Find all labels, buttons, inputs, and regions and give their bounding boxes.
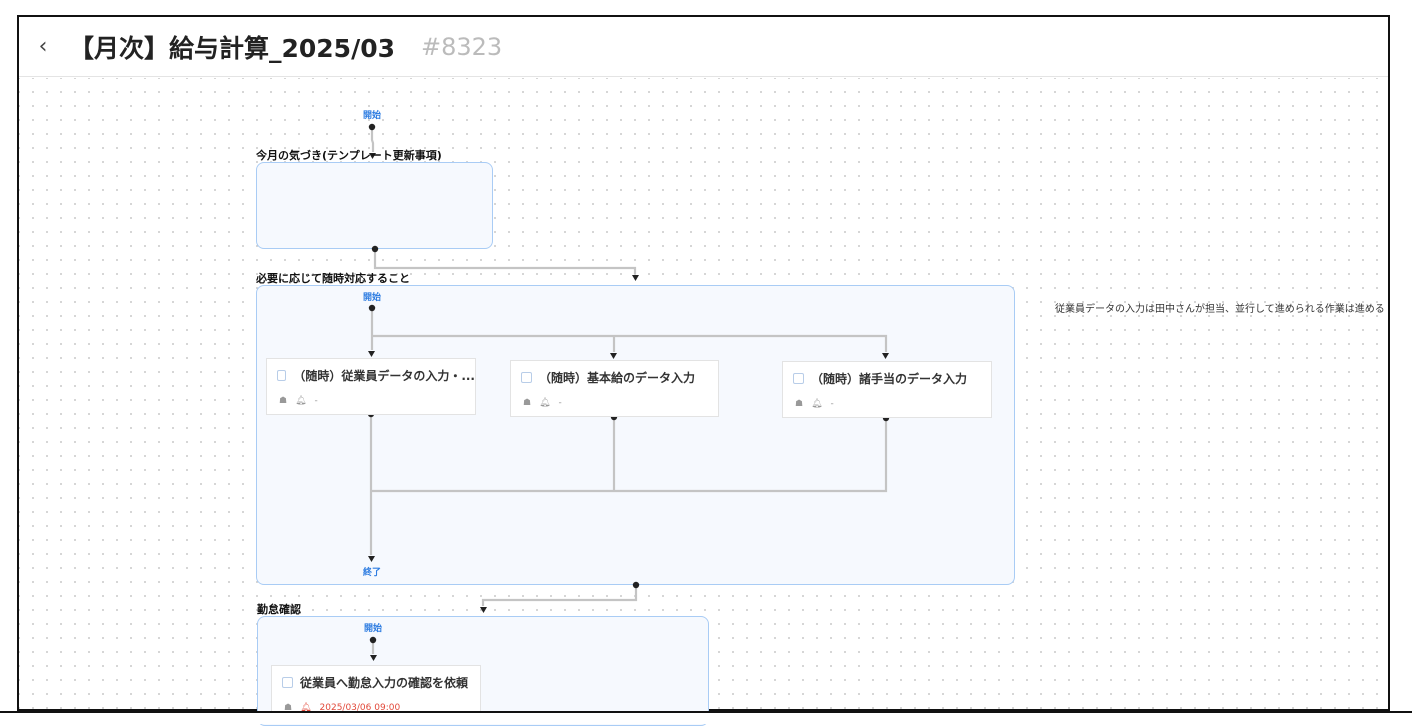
header: ‹ 【月次】給与計算_2025/03 #8323 (19, 17, 1388, 77)
group-box-notes[interactable] (256, 162, 493, 249)
assignee-icon: ☗ (523, 398, 532, 408)
reminder: 2025/03/06 09:00 (319, 703, 401, 713)
assignee-icon: ☗ (284, 703, 293, 713)
task-card[interactable]: （随時）従業員データの入力・... ☗ 🔔︎- (266, 358, 476, 415)
task-title: 従業員へ勤怠入力の確認を依頼 (300, 676, 469, 690)
group-title: 今月の気づき(テンプレート更新事項) (256, 149, 442, 162)
reminder: - (314, 396, 318, 406)
reminder: - (558, 398, 562, 408)
chevron-left-icon: ‹ (38, 34, 48, 59)
bell-icon: 🔔︎ (811, 399, 823, 409)
task-title: （随時）諸手当のデータ入力 (811, 372, 968, 386)
bell-icon: 🔔︎ (539, 398, 551, 408)
group-title: 勤怠確認 (257, 603, 301, 616)
group-start-label: 開始 (364, 624, 383, 634)
assignee-icon: ☗ (795, 399, 804, 409)
task-checkbox[interactable] (521, 372, 532, 383)
frame-bottom-edge (0, 711, 1412, 724)
task-checkbox[interactable] (277, 370, 287, 381)
task-card[interactable]: （随時）基本給のデータ入力 ☗ 🔔︎- (510, 360, 719, 417)
group-title: 必要に応じて随時対応すること (256, 272, 410, 285)
flow-start-label: 開始 (363, 111, 382, 121)
task-title: （随時）従業員データの入力・... (293, 369, 475, 383)
reminder: - (830, 399, 834, 409)
group-end-label: 終了 (363, 568, 382, 578)
group-start-label: 開始 (363, 293, 382, 303)
bell-icon: 🔔︎ (300, 703, 312, 713)
page-title: 【月次】給与計算_2025/03 (69, 33, 396, 63)
task-title: （随時）基本給のデータ入力 (539, 371, 696, 385)
sticky-note[interactable]: 従業員データの入力は田中さんが担当、並行して進められる作業は進める (1055, 304, 1385, 315)
ticket-number: #8323 (421, 32, 503, 61)
task-card[interactable]: （随時）諸手当のデータ入力 ☗ 🔔︎- (782, 361, 992, 418)
task-checkbox[interactable] (282, 677, 293, 688)
assignee-icon: ☗ (279, 396, 288, 406)
task-checkbox[interactable] (793, 373, 804, 384)
bell-icon: 🔔︎ (295, 396, 307, 406)
back-button[interactable]: ‹ (19, 34, 67, 59)
